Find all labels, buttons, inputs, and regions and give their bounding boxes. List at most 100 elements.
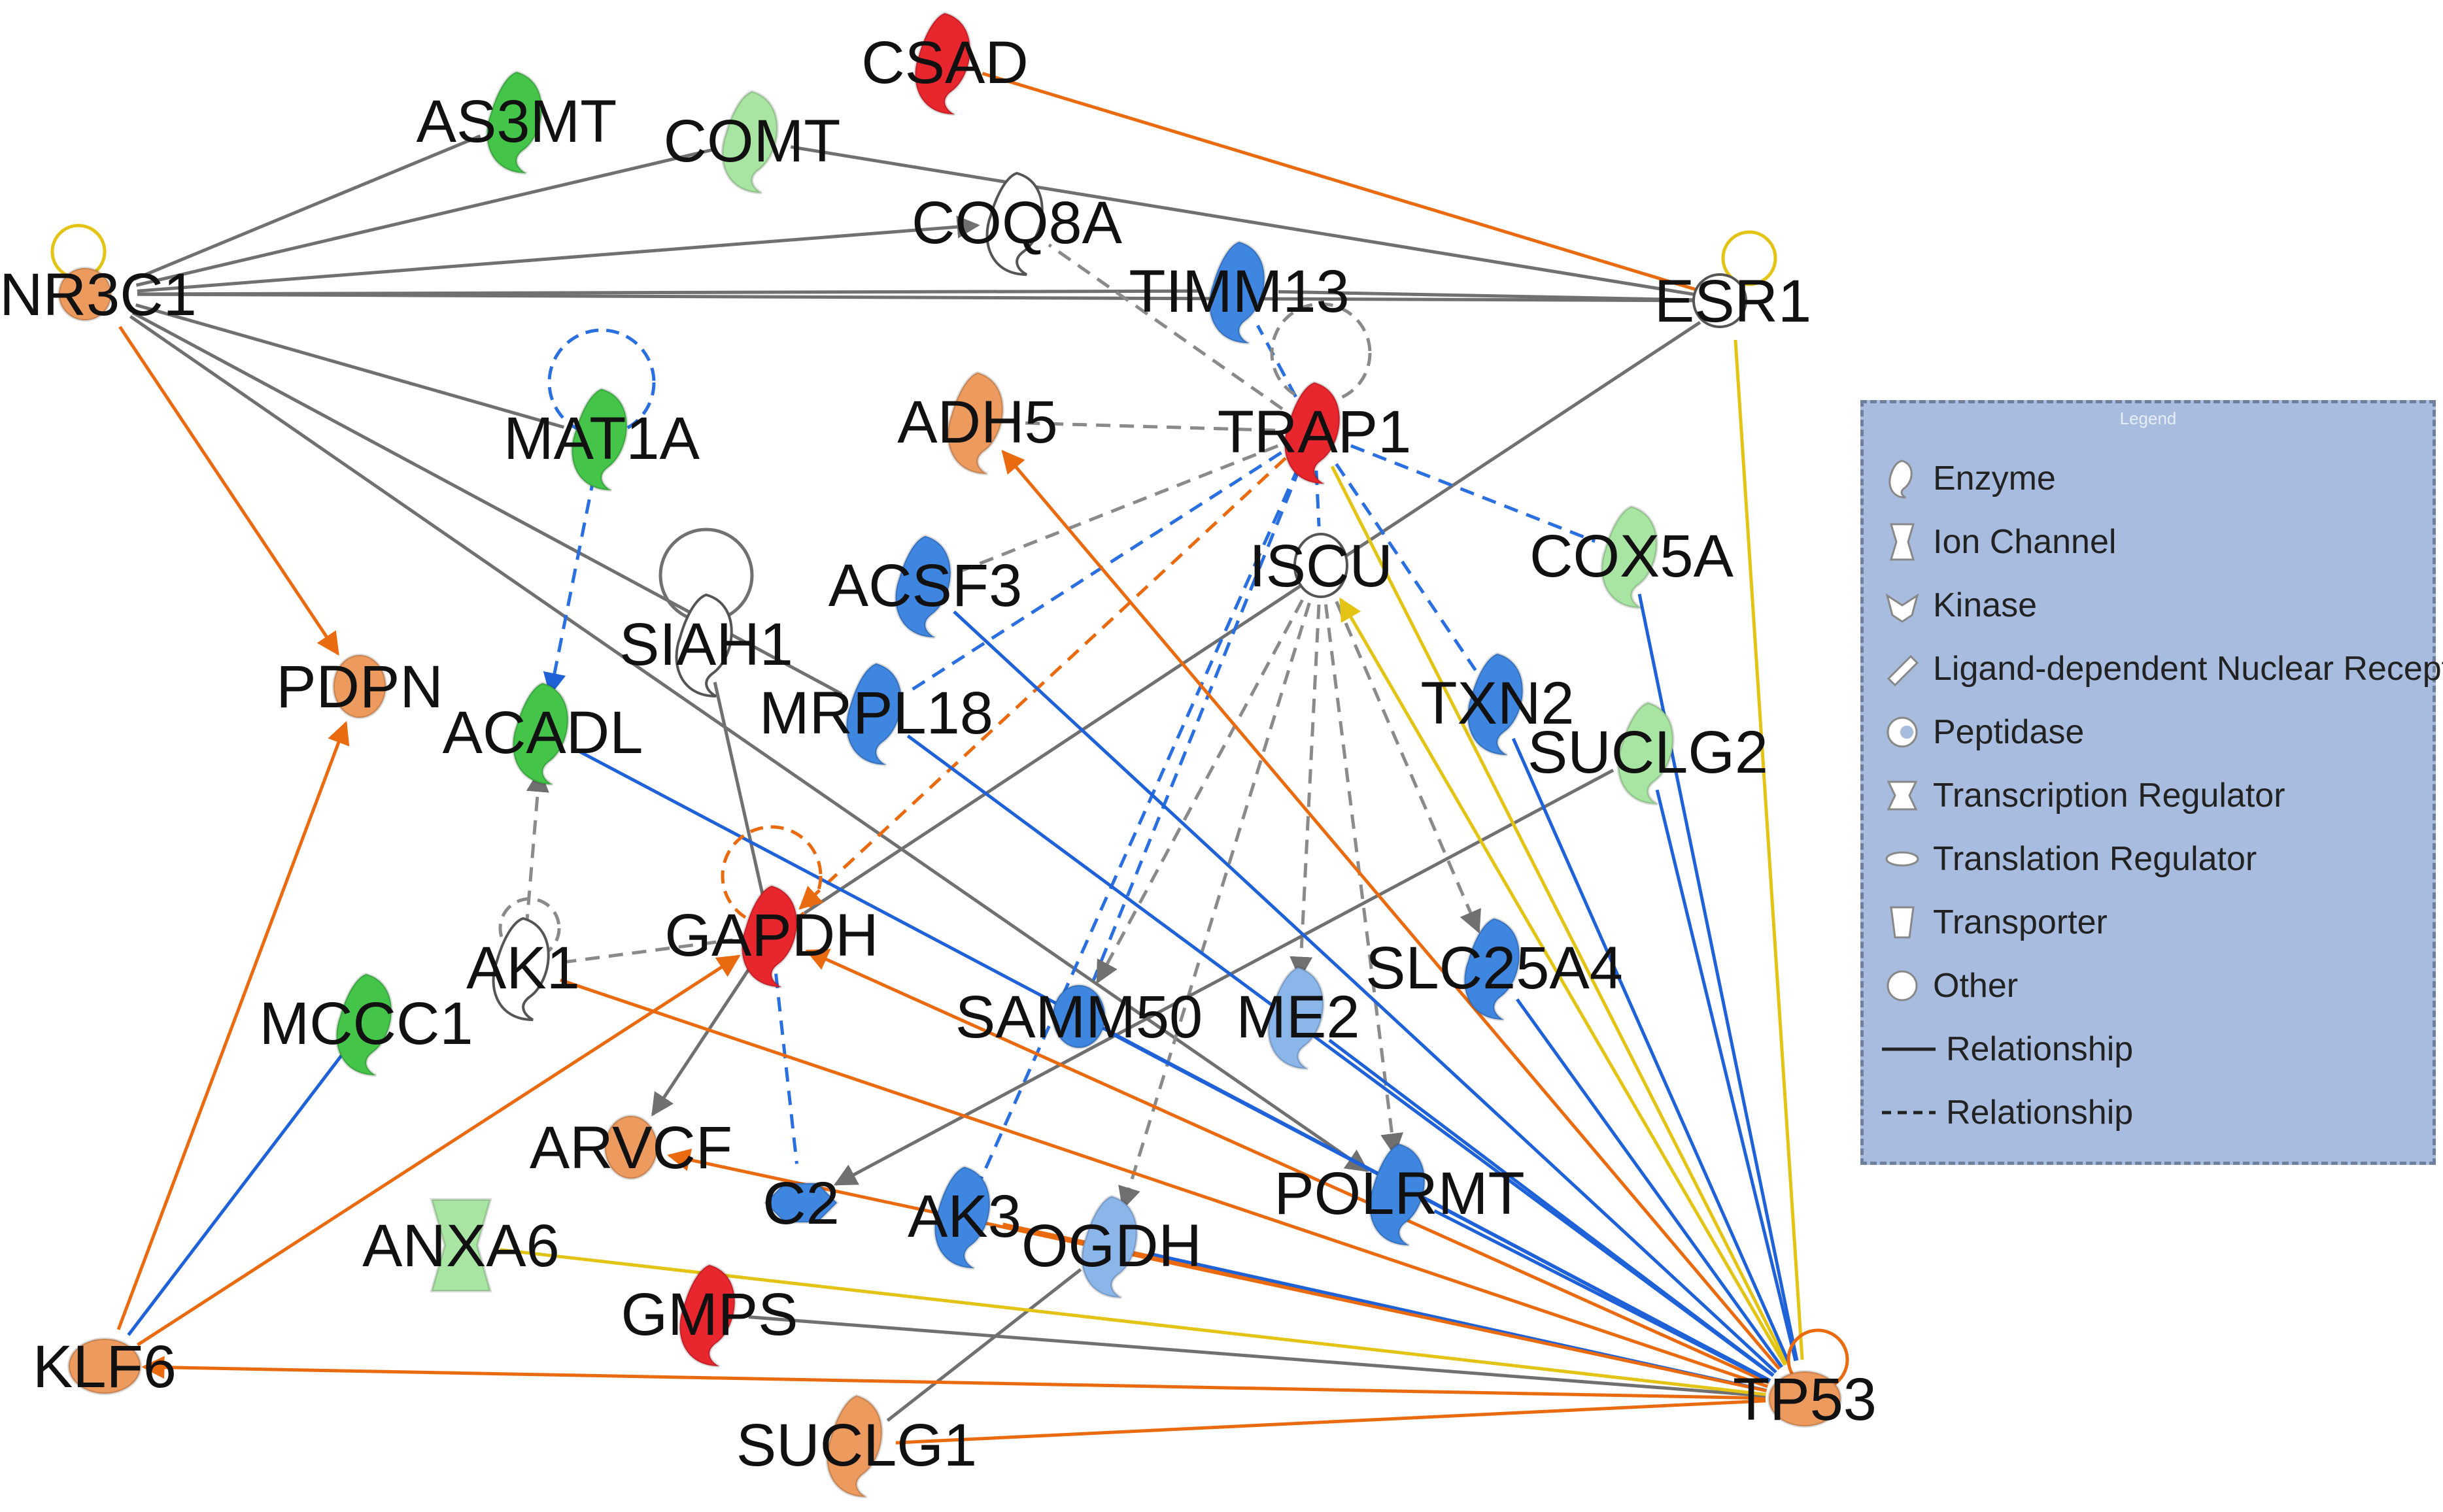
mat1a-enzyme-shape	[570, 387, 628, 492]
edge-nr3c1-pdpn	[118, 326, 339, 656]
node-label-me2: ME2	[1236, 984, 1359, 1050]
node-suclg2[interactable]: SUCLG2	[1528, 701, 1768, 805]
edge-tp53-gmps	[748, 1315, 1766, 1398]
ligand-receptor-icon	[1879, 646, 1925, 692]
edge-iscu-slc25a4	[1335, 601, 1481, 934]
edge-trap1-adh5	[1016, 421, 1276, 432]
legend-item-label: Ion Channel	[1933, 523, 2117, 561]
edge-tp53-samm50	[1112, 1033, 1771, 1383]
legend-item-label: Relationship	[1946, 1094, 2134, 1132]
txn2-enzyme-shape	[1466, 652, 1524, 756]
edge-esr1-gapdh	[803, 320, 1701, 915]
node-mat1a[interactable]: MAT1A	[504, 387, 700, 492]
edge-tp53-acsf3	[953, 610, 1777, 1374]
node-txn2[interactable]: TXN2	[1420, 652, 1575, 756]
node-gmps[interactable]: GMPS	[621, 1263, 798, 1368]
node-label-suclg2: SUCLG2	[1528, 719, 1768, 786]
node-label-suclg1: SUCLG1	[736, 1412, 977, 1479]
solid-line-icon	[1879, 1026, 1938, 1072]
edge-esr1-tp53	[1734, 339, 1804, 1360]
edge-nr3c1-comt	[135, 148, 715, 287]
edge-nr3c1-as3mt	[133, 134, 481, 281]
node-comt[interactable]: COMT	[664, 90, 841, 194]
node-c2[interactable]: C2	[762, 1170, 840, 1237]
legend-item-label: Kinase	[1933, 586, 2037, 624]
self-loop-mat1a	[547, 328, 656, 437]
node-siah1[interactable]: SIAH1	[619, 593, 793, 697]
edge-gapdh-c2	[774, 973, 798, 1164]
node-acsf3[interactable]: ACSF3	[829, 534, 1023, 639]
edge-nr3c1-esr1	[137, 292, 1694, 303]
node-label-siah1: SIAH1	[619, 611, 793, 678]
csad-enzyme-shape	[914, 11, 972, 116]
self-loop-trap1	[1270, 302, 1372, 404]
node-klf6[interactable]: KLF6	[33, 1334, 177, 1400]
node-arvcf[interactable]: ARVCF	[530, 1115, 732, 1181]
slc25a4-transporter-shape	[1463, 916, 1521, 1021]
edge-tp53-suclg1	[895, 1399, 1766, 1445]
dashed-line-icon	[1879, 1090, 1938, 1135]
ak3-kinase-shape	[933, 1165, 991, 1269]
edge-nr3c1-mat1a	[135, 303, 564, 429]
legend-item-label: Transporter	[1933, 903, 2108, 941]
node-gapdh[interactable]: GAPDH	[664, 884, 879, 988]
edge-iscu-me2	[1290, 604, 1321, 980]
legend-item: Ligand-dependent Nuclear Receptor	[1879, 643, 2443, 695]
node-suclg1[interactable]: SUCLG1	[736, 1394, 977, 1498]
translation-regulator-icon	[1879, 836, 1925, 882]
pdpn-other-shape	[332, 654, 387, 719]
edge-tp53-arvcf	[667, 1149, 1767, 1392]
node-label-arvcf: ARVCF	[530, 1115, 732, 1181]
edge-gapdh-arvcf	[651, 966, 751, 1117]
legend-item: Transporter	[1879, 896, 2108, 949]
gmps-enzyme-shape	[678, 1263, 736, 1368]
legend-item-label: Peptidase	[1933, 713, 2085, 751]
acsf3-enzyme-shape	[894, 534, 952, 639]
legend-item: Translation Regulator	[1879, 833, 2257, 885]
node-adh5[interactable]: ADH5	[897, 371, 1058, 475]
polrmt-enzyme-shape	[1368, 1142, 1426, 1247]
node-label-adh5: ADH5	[897, 389, 1057, 456]
node-trap1[interactable]: TRAP1	[1218, 380, 1412, 485]
node-mccc1[interactable]: MCCC1	[259, 972, 473, 1077]
node-ogdh[interactable]: OGDH	[1021, 1194, 1202, 1299]
legend-item: Enzyme	[1879, 452, 2056, 505]
anxa6-ion-shape	[430, 1198, 492, 1292]
node-label-c2: C2	[762, 1170, 840, 1237]
esr1-ligand-shape	[1692, 273, 1747, 328]
klf6-transcription-shape	[67, 1337, 142, 1395]
cox5a-enzyme-shape	[1600, 505, 1658, 609]
node-iscu[interactable]: ISCU	[1249, 533, 1393, 599]
node-anxa6[interactable]: ANXA6	[362, 1198, 560, 1292]
node-label-klf6: KLF6	[33, 1334, 177, 1400]
node-ak3[interactable]: AK3	[908, 1165, 1021, 1269]
peptidase-icon	[1879, 709, 1925, 755]
edge-comt-esr1	[790, 145, 1695, 296]
legend-item-label: Enzyme	[1933, 460, 2056, 497]
edge-trap1-samm50	[1092, 467, 1301, 981]
node-polrmt[interactable]: POLRMT	[1274, 1142, 1525, 1247]
suclg2-enzyme-shape	[1616, 701, 1675, 805]
node-slc25a4[interactable]: SLC25A4	[1365, 916, 1623, 1021]
node-pdpn[interactable]: PDPN	[276, 654, 443, 720]
node-tp53[interactable]: TP53	[1733, 1366, 1877, 1433]
node-csad[interactable]: CSAD	[861, 11, 1029, 116]
node-timm13[interactable]: TIMM13	[1129, 240, 1350, 344]
self-loop-esr1	[1721, 230, 1777, 286]
mccc1-enzyme-shape	[335, 972, 393, 1077]
node-me2[interactable]: ME2	[1236, 966, 1360, 1070]
node-esr1[interactable]: ESR1	[1654, 268, 1811, 335]
node-samm50[interactable]: SAMM50	[955, 984, 1203, 1050]
node-coq8a[interactable]: COQ8A	[912, 171, 1123, 276]
node-ak1[interactable]: AK1	[466, 916, 580, 1021]
node-as3mt[interactable]: AS3MT	[417, 70, 617, 175]
edge-tp53-adh5	[1001, 450, 1781, 1370]
coq8a-kinase-shape	[985, 171, 1044, 276]
node-nr3c1[interactable]: NR3C1	[0, 261, 197, 328]
node-acadl[interactable]: ACADL	[443, 681, 643, 786]
node-cox5a[interactable]: COX5A	[1529, 505, 1734, 609]
node-mrpl18[interactable]: MRPL18	[759, 662, 993, 766]
